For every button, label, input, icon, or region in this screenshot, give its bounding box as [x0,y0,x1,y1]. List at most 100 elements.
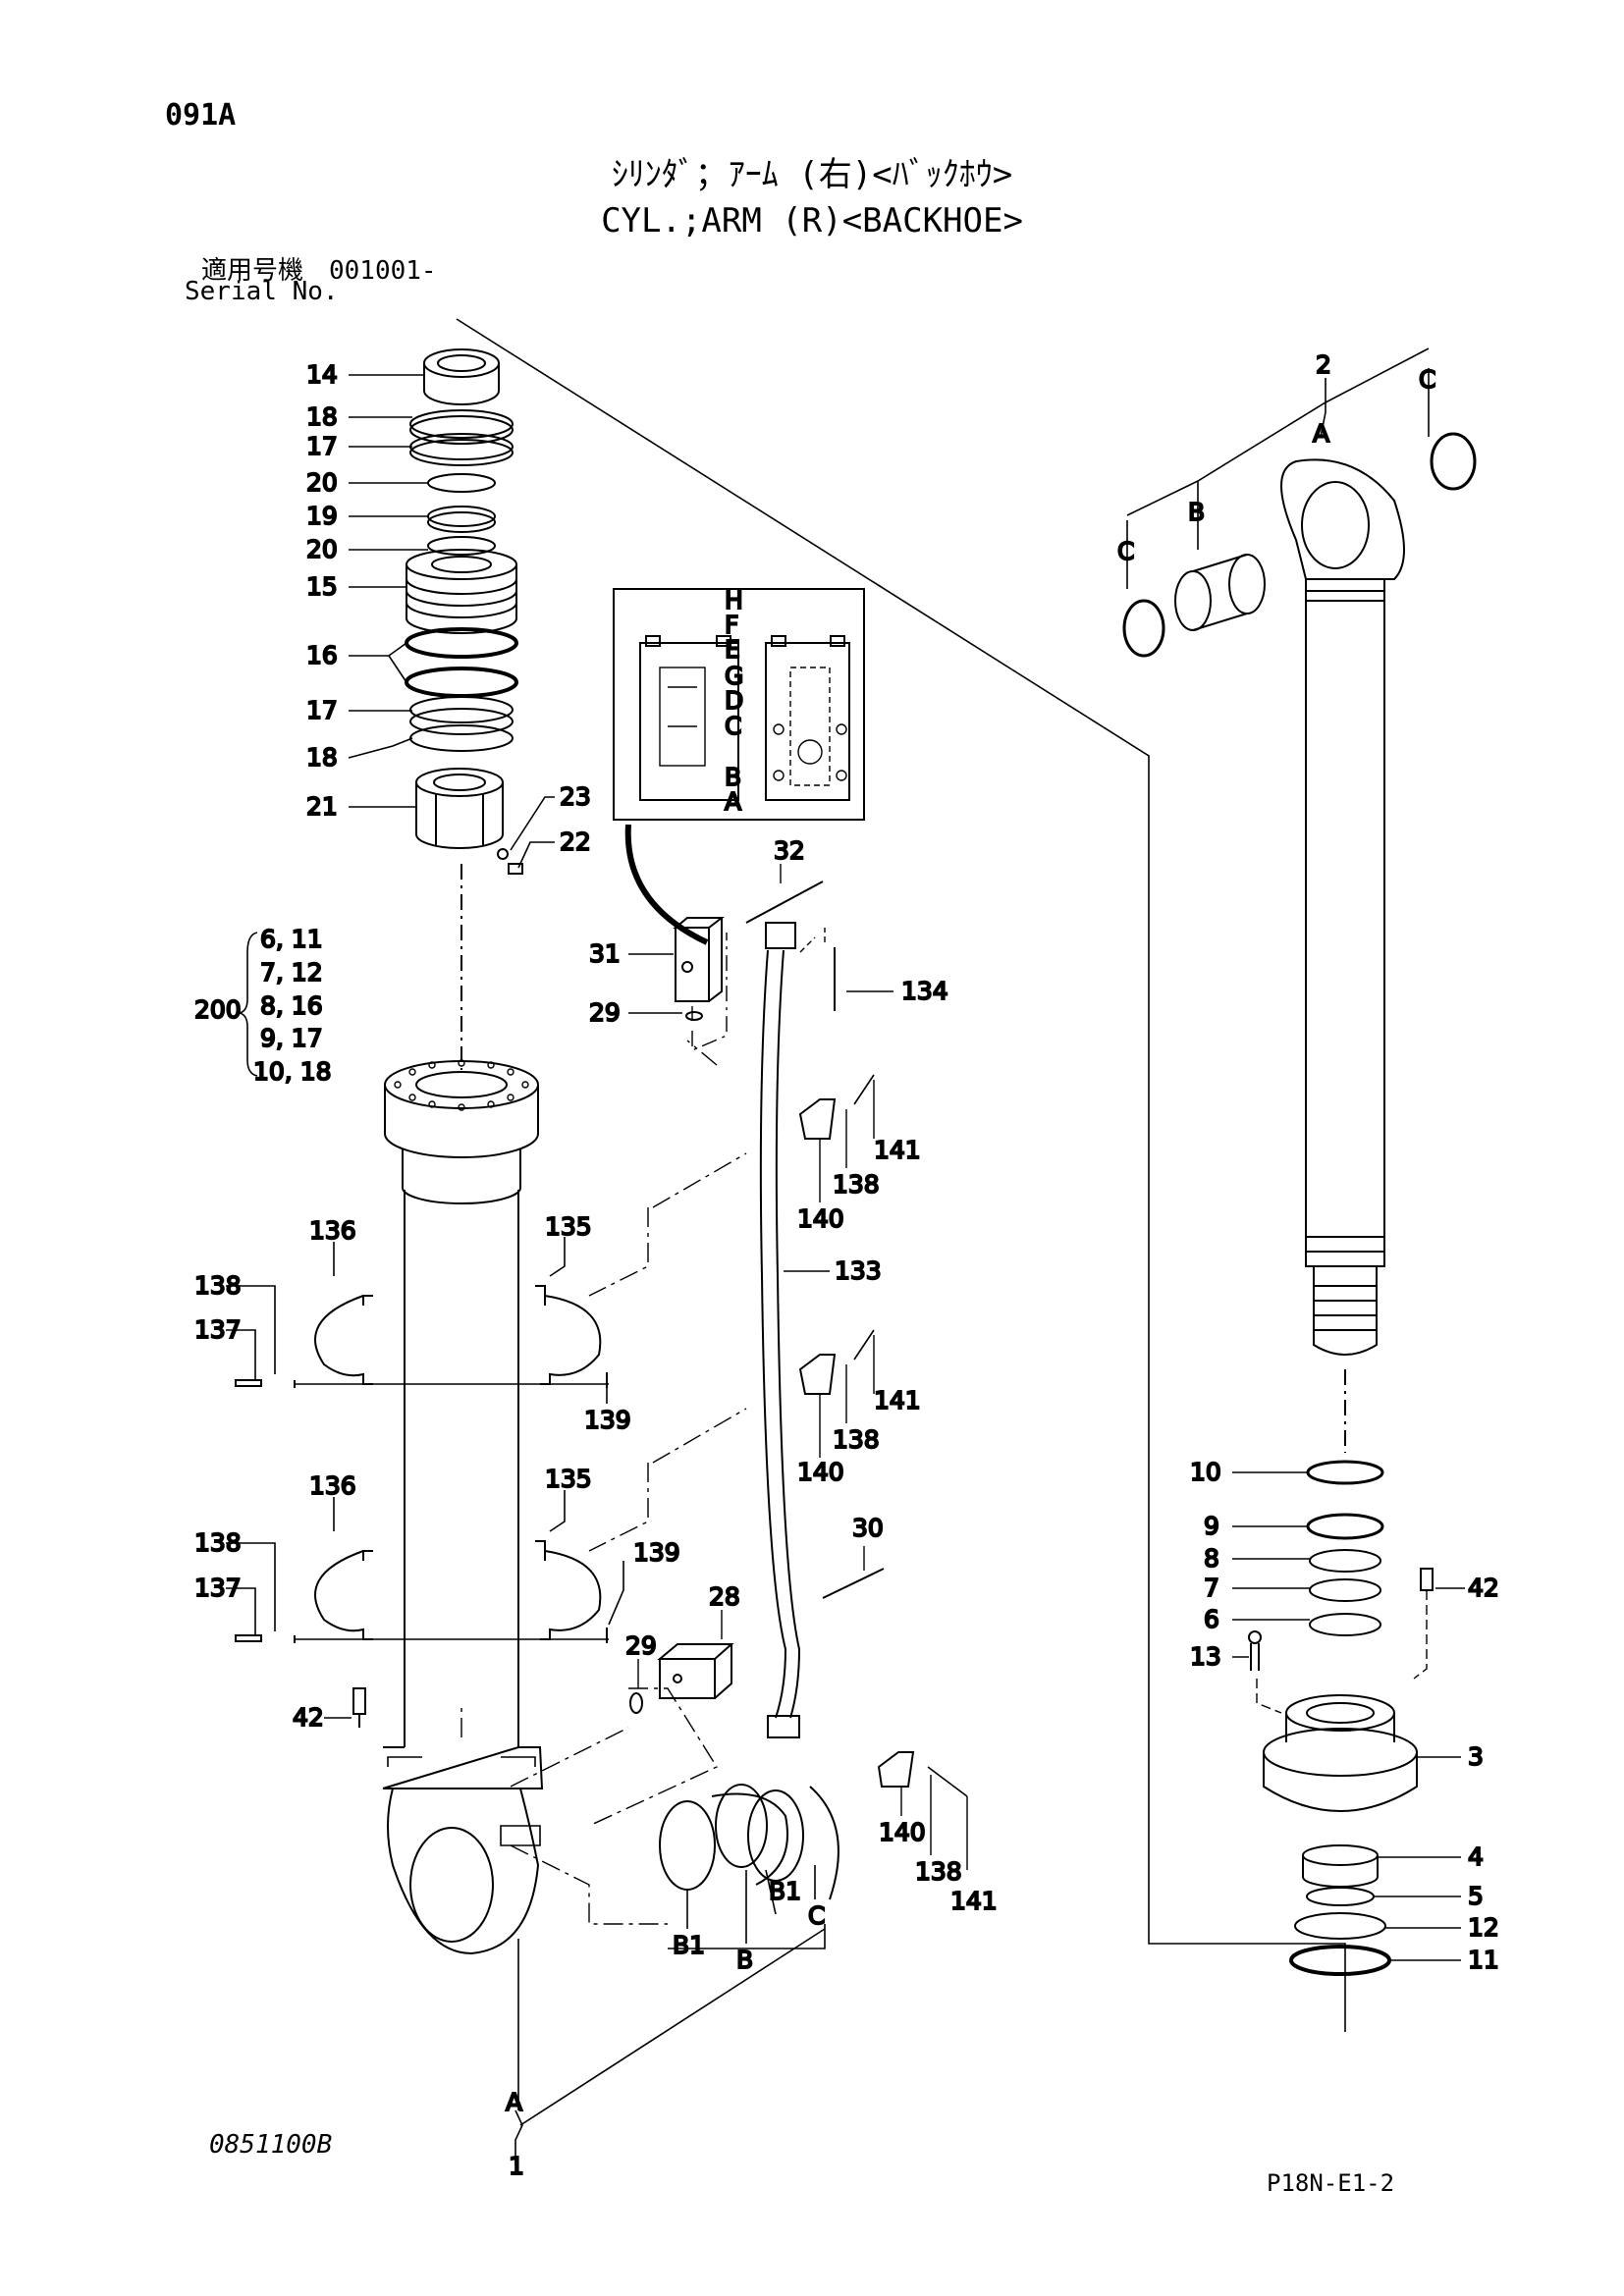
callout-A-right: A [1313,419,1329,448]
part-22-screw [508,863,523,875]
inset-H: H [725,586,743,614]
callout-C: C [808,1901,825,1930]
part-1-cylinder-tube [382,1060,544,1955]
clamp-upper [235,1285,609,1388]
drawing-code: 0851100B [209,2130,333,2160]
callout-4: 4 [1468,1842,1484,1871]
inset-D: D [725,686,743,715]
callout-135b: 135 [545,1465,592,1493]
callout-11: 11 [1468,1946,1499,1974]
part-29-oring [685,1011,703,1021]
callout-31: 31 [589,939,621,968]
rod-cover-leaders [1232,1471,1465,1961]
title-english: CYL.;ARM (R)<BACKHOE> [601,201,1023,240]
rod-leaders [1126,347,1430,589]
callout-134: 134 [901,977,948,1005]
part-23-ball [497,848,509,860]
part-20-ring [427,473,496,493]
callout-C-right: C [1419,365,1435,394]
callout-133: 133 [835,1256,882,1285]
page-code: 091A [165,98,237,133]
callout-12: 12 [1468,1913,1499,1942]
part-30-bolt [822,1568,885,1599]
part-32-bolt [745,881,824,924]
callout-9: 9 [1204,1512,1219,1540]
bushing-leaders [668,1865,826,1949]
callout-141c: 141 [950,1887,998,1915]
kit-row: 7, 12 [260,958,323,987]
callout-139: 139 [584,1406,631,1434]
callout-28: 28 [709,1582,740,1611]
part-14-bushing [423,348,500,405]
head-parts-stack [405,348,523,1070]
clamp-lower [235,1540,609,1643]
clamp-leaders [226,1237,624,1634]
callout-138d: 138 [194,1528,242,1557]
kit-row: 6, 11 [260,925,323,953]
callout-29b: 29 [625,1631,657,1660]
part-20-ring-b [427,536,496,556]
routing-lines [460,1040,747,1925]
part-3-rod-cover [1263,1694,1418,1812]
callout-138c: 138 [833,1425,880,1454]
callout-140c: 140 [879,1818,926,1846]
callout-139b: 139 [633,1538,680,1567]
inset-G: G [725,662,743,690]
kit-row: 8, 16 [260,991,323,1020]
callout-B1: B1 [673,1931,705,1959]
callout-3: 3 [1468,1742,1484,1771]
callout-138a: 138 [833,1170,880,1199]
callout-17b: 17 [306,696,338,724]
pipe-clip-upper [798,1074,875,1140]
part-4-bushing [1302,1844,1379,1866]
callout-C-left: C [1117,537,1134,565]
callout-138: 138 [194,1271,242,1300]
kit-row: 10, 18 [253,1057,332,1086]
part-12-ring [1294,1912,1386,1940]
callout-42: 42 [293,1703,324,1732]
serial-label-japanese: 適用号機 001001- [201,256,437,286]
bushing-group [659,1784,839,1900]
inset-E: E [725,635,740,664]
callout-137: 137 [194,1315,242,1344]
callout-137b: 137 [194,1574,242,1602]
part-29-oring-b [629,1692,643,1714]
callout-42b: 42 [1468,1574,1499,1602]
part-15-piston [406,549,517,634]
valve-inset [613,588,865,945]
part-B-bushing-right [1174,554,1266,631]
part-5-ring [1306,1887,1375,1906]
part-13-screw [1248,1630,1262,1671]
callout-B1b: B1 [769,1877,801,1905]
part-C-seal-left [1122,599,1165,658]
pipe-clip-bottom [877,1751,968,1797]
callout-140b: 140 [797,1458,844,1486]
callout-18b: 18 [306,743,338,772]
title-japanese: ｼﾘﾝﾀﾞ；ｱｰﾑ (右)<ﾊﾞｯｸﾎｳ> [611,155,1013,194]
callout-2: 2 [1316,350,1331,379]
callout-21: 21 [306,792,338,821]
callout-14: 14 [306,360,338,389]
part-9-seal [1306,1513,1384,1540]
part-31-block [673,917,725,1002]
callout-140: 140 [797,1204,844,1233]
callout-23: 23 [560,782,591,811]
flange-bolt-holes [394,1059,529,1111]
callout-20: 20 [306,468,338,497]
part-42-grease-fitting [352,1687,366,1728]
callout-136b: 136 [309,1471,356,1500]
inset-C: C [725,712,741,740]
callout-141: 141 [874,1136,921,1164]
inset-F: F [725,611,738,639]
callout-6: 6 [1204,1605,1219,1633]
page-reference: P18N-E1-2 [1267,2169,1395,2197]
callout-18: 18 [306,402,338,431]
callout-A: A [506,2088,522,2116]
kit-200-list: 200 6, 11 7, 12 8, 16 9, 17 10, 18 [193,924,333,1087]
part-28-block [657,1643,734,1699]
callout-B: B [736,1946,753,1974]
pipe-clip-lower [798,1329,875,1395]
part-42-grease-fitting-right [1413,1568,1434,1680]
kit-200-label: 200 [194,995,242,1024]
part-10-ring [1306,1460,1384,1485]
